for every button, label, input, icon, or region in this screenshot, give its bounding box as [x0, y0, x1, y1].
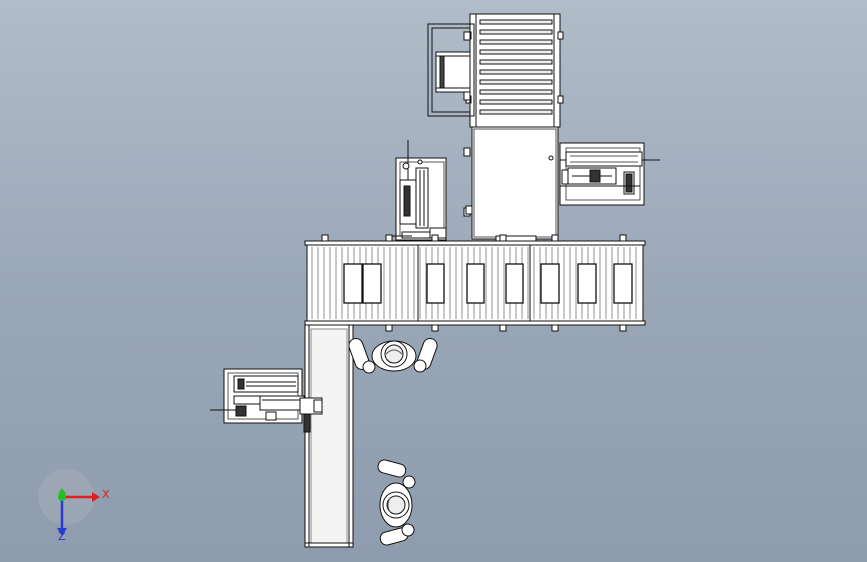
- feed-conveyor-rollers: [479, 19, 553, 115]
- operator-upper[interactable]: [347, 337, 439, 374]
- product-slot: [540, 263, 560, 304]
- operator-arm-lower: [379, 523, 415, 546]
- product-slot: [505, 263, 524, 304]
- product-slot: [426, 263, 445, 304]
- left-lower-module[interactable]: [210, 368, 323, 433]
- x-axis-label: X: [102, 488, 110, 501]
- right-side-module[interactable]: [559, 142, 660, 206]
- central-machine-cabinet[interactable]: [463, 126, 559, 243]
- product-slot: [343, 263, 363, 304]
- coordinate-triad: [38, 469, 100, 536]
- product-slot: [577, 263, 597, 304]
- feed-drive-frame[interactable]: [427, 23, 475, 117]
- product-slot: [362, 263, 382, 304]
- top-feed-conveyor[interactable]: [465, 13, 564, 128]
- conveyor-products[interactable]: [343, 263, 633, 304]
- operator-arm-upper: [377, 459, 416, 489]
- vertical-output-conveyor[interactable]: [304, 324, 354, 548]
- operator-arm-right: [413, 338, 438, 373]
- operator-lower[interactable]: [377, 459, 416, 547]
- left-upper-module[interactable]: [386, 140, 473, 255]
- product-slot: [466, 263, 485, 304]
- product-slot: [613, 263, 633, 304]
- z-axis-label: Z: [58, 530, 66, 543]
- operator-arm-left: [348, 338, 376, 374]
